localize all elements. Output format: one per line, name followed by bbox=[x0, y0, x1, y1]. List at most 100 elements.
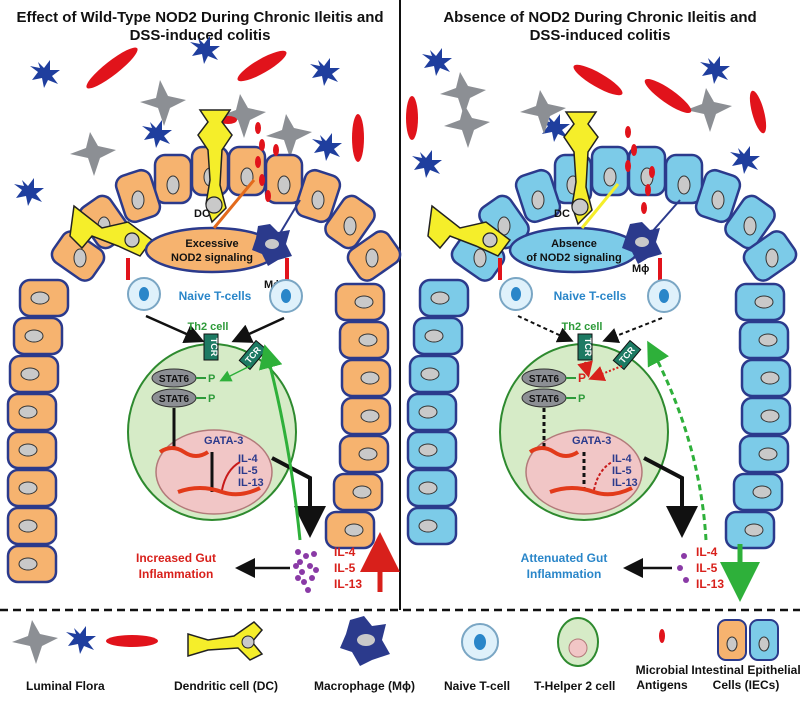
left-connector-2 bbox=[285, 258, 289, 280]
right-dendritic-cell-side bbox=[427, 204, 512, 257]
left-connector-1 bbox=[126, 258, 130, 280]
left-tcr-1-label: TCR bbox=[209, 338, 219, 357]
left-stat6-2-label: STAT6 bbox=[159, 394, 190, 405]
right-naive-label: Naive T-cells bbox=[554, 289, 627, 303]
left-title-line1: Effect of Wild-Type NOD2 During Chronic … bbox=[16, 9, 383, 26]
left-il4-inner: IL-4 bbox=[238, 453, 258, 465]
legend: Luminal Flora Dendritic cell (DC) Macrop… bbox=[12, 616, 800, 693]
right-il13-inner: IL-13 bbox=[612, 477, 638, 489]
left-dendritic-cell-top bbox=[197, 109, 233, 224]
right-tcr-2 bbox=[612, 339, 642, 371]
right-il4-inner: IL-4 bbox=[612, 453, 632, 465]
left-tcr-1 bbox=[203, 333, 219, 361]
left-tcr-to-p-arrow bbox=[219, 365, 251, 382]
legend-antigen-icon bbox=[659, 629, 665, 643]
right-signal-line2: of NOD2 signaling bbox=[526, 252, 621, 264]
left-arrow-naive-1 bbox=[145, 314, 205, 344]
right-signal-line-yellow bbox=[580, 183, 620, 229]
right-dna-1 bbox=[528, 446, 580, 458]
right-feedback-arrow bbox=[647, 340, 708, 541]
left-epithelium-nuclei bbox=[18, 167, 380, 571]
right-arrow-secretion bbox=[643, 456, 698, 538]
right-p-2: P bbox=[578, 393, 585, 405]
right-tcr2-to-p-arrow bbox=[588, 365, 623, 381]
right-outcome-line2: Inflammation bbox=[527, 567, 602, 581]
right-panel: Absence of NOD2 During Chronic Ileitis a… bbox=[406, 9, 798, 602]
legend-th2-cell: T-Helper 2 cell bbox=[534, 679, 615, 693]
left-epithelium bbox=[6, 145, 402, 584]
left-il4: IL-4 bbox=[334, 545, 356, 559]
right-transcript bbox=[593, 461, 613, 491]
right-epithelium-nuclei bbox=[418, 167, 780, 537]
legend-dc-icon bbox=[187, 621, 264, 661]
right-stat6-1-label: STAT6 bbox=[529, 374, 560, 385]
legend-naive-tcell: Naive T-cell bbox=[444, 679, 510, 693]
right-connector-2 bbox=[658, 258, 662, 280]
legend-iec-line1: Intestinal Epithelial bbox=[691, 663, 800, 677]
left-dna-1 bbox=[158, 446, 210, 458]
right-nod2-ellipse bbox=[508, 226, 640, 274]
right-il5: IL-5 bbox=[696, 561, 718, 575]
right-cytokine-dots bbox=[677, 553, 689, 583]
left-il5-inner: IL-5 bbox=[238, 465, 258, 477]
right-macrophage-label: Mϕ bbox=[632, 263, 649, 275]
left-dendritic-cell-side bbox=[69, 204, 154, 257]
legend-macrophage: Macrophage (Mϕ) bbox=[314, 679, 415, 693]
right-dendritic-cell-top bbox=[563, 111, 599, 226]
legend-iec-line2: Cells (IECs) bbox=[713, 678, 780, 692]
right-stat6-2-label: STAT6 bbox=[529, 394, 560, 405]
left-microbial-antigens bbox=[255, 122, 279, 202]
left-p-1: P bbox=[208, 373, 215, 385]
left-il13-inner: IL-13 bbox=[238, 477, 264, 489]
right-arrow-naive-2 bbox=[602, 317, 663, 344]
left-p-2: P bbox=[208, 393, 215, 405]
right-il5-inner: IL-5 bbox=[612, 465, 632, 477]
right-signal-line1: Absence bbox=[551, 238, 597, 250]
left-naive-tcell-1 bbox=[127, 277, 161, 311]
left-signal-line1: Excessive bbox=[185, 238, 238, 250]
left-arrow-secretion bbox=[271, 456, 326, 538]
left-luminal-flora bbox=[14, 36, 364, 206]
right-naive-tcell-1 bbox=[499, 277, 533, 311]
left-th2-label: Th2 cell bbox=[188, 321, 229, 333]
left-il5: IL-5 bbox=[334, 561, 356, 575]
right-tcr-1-label: TCR bbox=[583, 338, 593, 357]
right-th2-label: Th2 cell bbox=[562, 321, 603, 333]
left-il13: IL-13 bbox=[334, 577, 362, 591]
left-arrow-naive-2 bbox=[231, 316, 285, 343]
left-naive-label: Naive T-cells bbox=[179, 289, 252, 303]
right-il13: IL-13 bbox=[696, 577, 724, 591]
left-gata3-label: GATA-3 bbox=[204, 435, 243, 447]
right-dc-label: DC bbox=[554, 208, 570, 220]
right-title-line1: Absence of NOD2 During Chronic Ileitis a… bbox=[443, 9, 756, 26]
left-dc-label: DC bbox=[194, 208, 210, 220]
right-arrow-naive-1 bbox=[517, 315, 574, 343]
left-signal-line-orange bbox=[212, 179, 256, 229]
legend-th2-icon bbox=[557, 617, 599, 667]
left-dna-2 bbox=[177, 486, 261, 497]
legend-microbial-line2: Antigens bbox=[636, 678, 688, 692]
right-luminal-flora bbox=[406, 48, 767, 178]
left-macrophage bbox=[252, 224, 292, 266]
left-naive-tcell-2 bbox=[269, 279, 303, 313]
legend-dendritic-cell: Dendritic cell (DC) bbox=[174, 679, 278, 693]
right-naive-tcell-2 bbox=[647, 279, 681, 313]
left-transcript bbox=[221, 461, 241, 491]
left-stat6-1-label: STAT6 bbox=[159, 374, 190, 385]
left-title-line2: DSS-induced colitis bbox=[130, 27, 271, 44]
left-cytokine-dots bbox=[293, 549, 319, 593]
panel-divider bbox=[0, 0, 800, 612]
left-feedback-arrow bbox=[259, 344, 302, 541]
legend-iec-icon bbox=[717, 619, 779, 661]
legend-macrophage-icon bbox=[340, 616, 390, 666]
right-dna-2 bbox=[549, 486, 633, 497]
legend-luminal-flora: Luminal Flora bbox=[26, 679, 105, 693]
right-title-line2: DSS-induced colitis bbox=[530, 27, 671, 44]
right-p-1: P bbox=[578, 371, 586, 385]
right-outcome-line1: Attenuated Gut bbox=[521, 551, 608, 565]
left-outcome-line2: Inflammation bbox=[139, 567, 214, 581]
left-signal-line2: NOD2 signaling bbox=[171, 252, 253, 264]
legend-luminal-flora-icons bbox=[12, 620, 158, 664]
